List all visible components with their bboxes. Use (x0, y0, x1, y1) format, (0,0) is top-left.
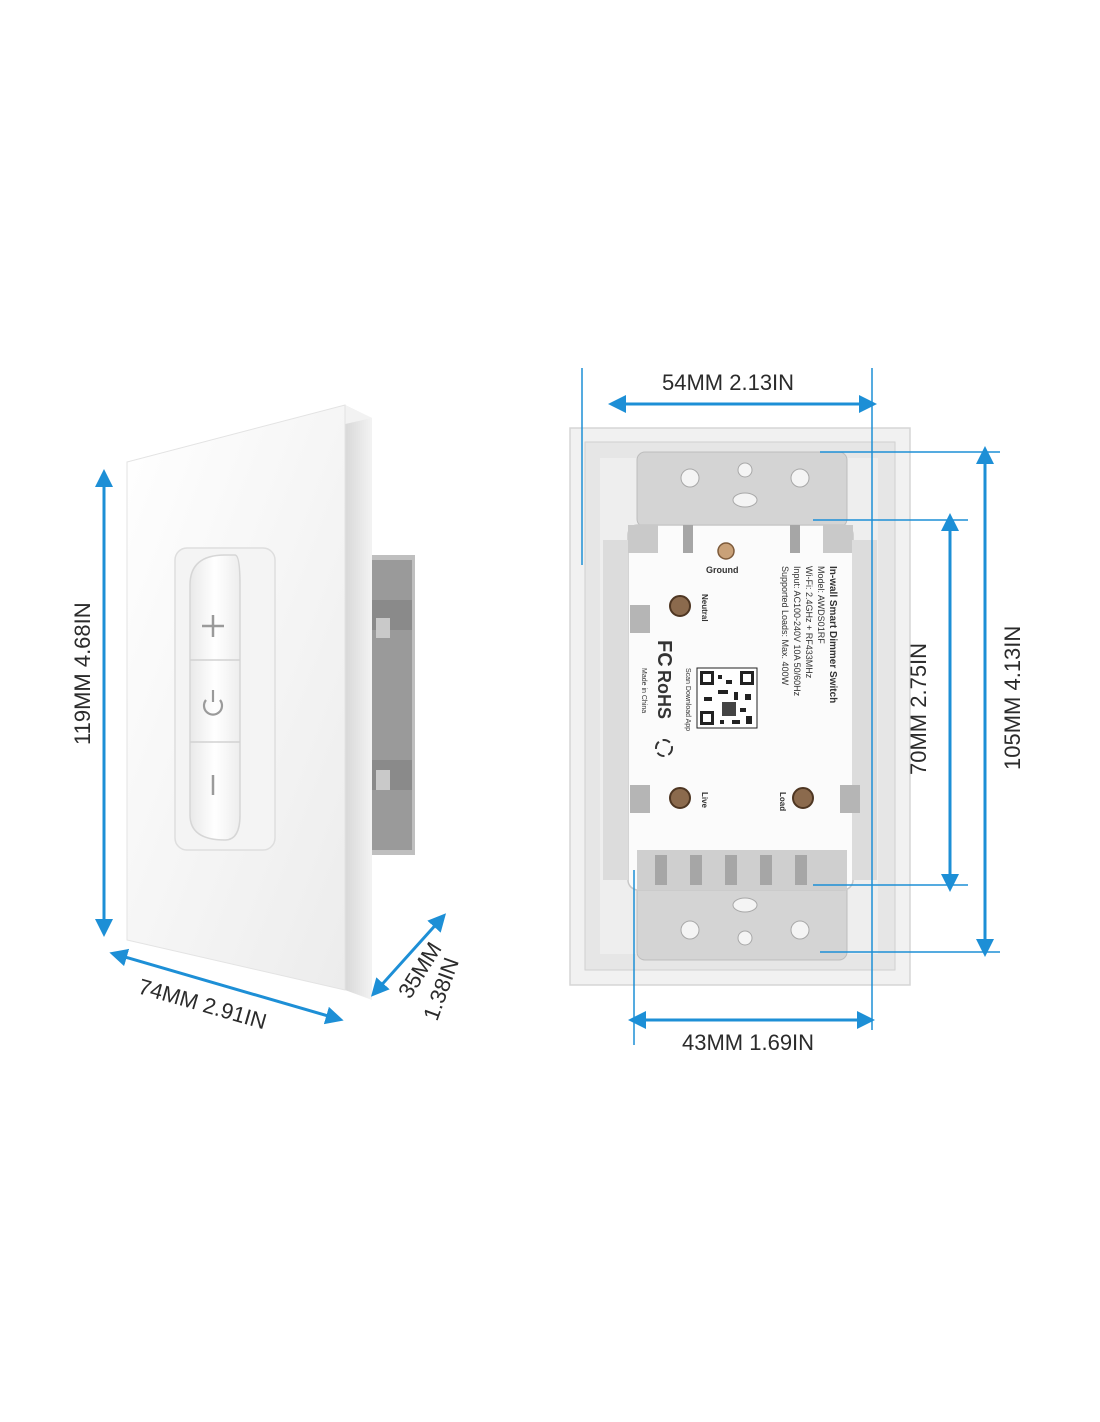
mounting-yoke (636, 451, 848, 961)
back-inner-height-label: 70MM 2.75IN (906, 643, 931, 775)
extension-lines (581, 368, 1000, 1045)
back-top-width-label: 54MM 2.13IN (662, 370, 794, 395)
label-fcc: FC (653, 640, 675, 667)
back-bottom-width-label: 43MM 1.69IN (682, 1030, 814, 1055)
front-view: 119MM 4.68IN 74MM 2.91IN 35MM 1.38IN (70, 404, 464, 1034)
front-width-label: 74MM 2.91IN (136, 974, 270, 1034)
terminal-live-label: Live (700, 792, 709, 809)
plate-side (345, 405, 372, 1000)
housing-fins (603, 525, 877, 890)
recycle-icon (655, 739, 673, 757)
label-download: Scan Download App (684, 668, 691, 731)
dimmer-rocker (189, 554, 241, 841)
front-height-label: 119MM 4.68IN (70, 602, 95, 745)
switch-body-side (360, 555, 415, 855)
back-view: Ground Neutral Live Load In-wall Smart D… (569, 368, 1025, 1055)
terminal-neutral-label: Neutral (700, 594, 709, 622)
width-dimension-arrow (109, 948, 344, 1025)
product-label: Ground Neutral Live Load In-wall Smart D… (640, 565, 838, 811)
plus-icon[interactable] (202, 615, 224, 637)
terminal-ground-label: Ground (706, 565, 739, 575)
back-outer-height-label: 105MM 4.13IN (1000, 626, 1025, 770)
qr-code (696, 667, 758, 729)
terminal-load-label: Load (778, 792, 787, 811)
label-origin: Made in China (640, 668, 647, 713)
label-wifi: Wi-Fi: 2.4GHz + RF433MHz (804, 566, 814, 679)
label-title: In-wall Smart Dimmer Switch (827, 566, 838, 703)
terminal-screws (669, 542, 814, 809)
depth-dimension-arrow (370, 913, 447, 997)
label-model: Model: AWDS01RF (816, 566, 826, 644)
power-icon[interactable] (202, 690, 224, 716)
label-input: Input: AC100-240V 10A 50/60Hz (792, 566, 802, 697)
label-rohs: RoHS (654, 670, 674, 719)
label-loads: Supported Loads: Max. 400W (780, 566, 790, 686)
